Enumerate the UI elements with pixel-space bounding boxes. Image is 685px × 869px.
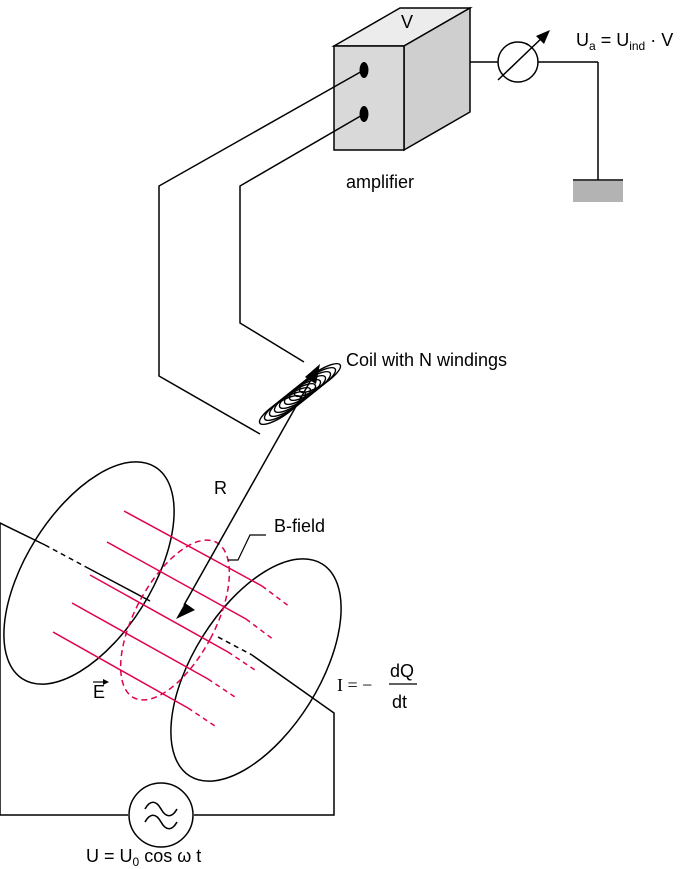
output-voltage-label: Ua = Uind · V xyxy=(576,30,673,53)
current-label-numerator: dQ xyxy=(390,661,414,681)
drive-wire-right xyxy=(194,654,335,816)
capacitor-plate-left xyxy=(3,461,175,685)
svg-text:E: E xyxy=(93,682,105,702)
meter-arrow-icon xyxy=(497,30,550,81)
radius-arrow xyxy=(176,364,320,619)
sensing-coil xyxy=(258,362,342,426)
amplifier-label: amplifier xyxy=(346,172,414,192)
drive-wire-left-inner xyxy=(85,566,151,602)
ground-symbol xyxy=(573,181,623,202)
amplifier-box xyxy=(331,6,473,152)
drive-wire-left-dashed xyxy=(44,544,87,568)
coil-label: Coil with N windings xyxy=(346,350,507,370)
drive-wire-right-inner xyxy=(217,636,253,656)
ac-source xyxy=(128,782,194,848)
source-voltage-label: U = U0 cos ω t xyxy=(86,846,201,869)
drive-circuit xyxy=(0,522,335,848)
output-circuit xyxy=(470,41,623,181)
capacitor-plates xyxy=(3,461,342,782)
current-label-lhs: I = − xyxy=(337,675,372,695)
ac-source-icon xyxy=(144,801,178,830)
capacitor-plate-right xyxy=(170,558,342,782)
signal-wires xyxy=(158,69,365,435)
e-field-label: E xyxy=(93,679,109,702)
b-field-pointer xyxy=(228,534,266,561)
b-field-loop xyxy=(119,539,231,701)
signal-wire-outer xyxy=(158,69,365,435)
e-field-lines xyxy=(52,510,291,729)
drive-wire-left xyxy=(0,522,128,816)
b-field-label: B-field xyxy=(274,516,325,536)
radius-label: R xyxy=(214,478,227,498)
amplifier-front-face xyxy=(333,45,405,151)
amplifier-gain-label: V xyxy=(401,12,413,32)
current-label-denominator: dt xyxy=(392,692,407,712)
signal-wire-inner xyxy=(239,113,365,363)
